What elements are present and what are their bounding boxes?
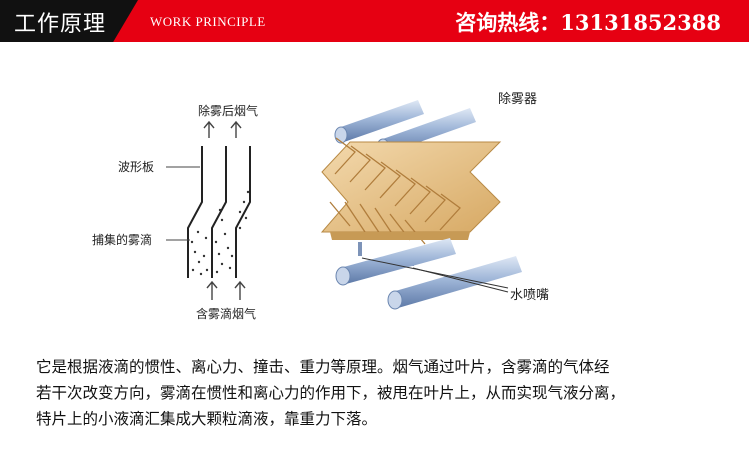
principle-diagram: 除雾后烟气 波形板 捕集的雾滴 含雾滴烟气 除雾器 水喷嘴 bbox=[0, 42, 749, 342]
label-wave-plate: 波形板 bbox=[118, 160, 155, 174]
chevron-plate-pack bbox=[320, 137, 502, 245]
label-demister: 除雾器 bbox=[498, 92, 538, 107]
up-arrow-icon bbox=[230, 120, 242, 138]
description-text: 它是根据液滴的惯性、离心力、撞击、重力等原理。烟气通过叶片，含雾滴的气体经 若干… bbox=[36, 354, 726, 432]
header-bar: 工作原理 WORK PRINCIPLE 咨询热线：13131852388 bbox=[0, 0, 749, 42]
description-line: 特片上的小液滴汇集成大颗粒滴液，靠重力下落。 bbox=[36, 410, 378, 428]
header-subtitle: WORK PRINCIPLE bbox=[150, 14, 266, 29]
diagram-svg bbox=[166, 100, 522, 310]
description-line: 它是根据液滴的惯性、离心力、撞击、重力等原理。烟气通过叶片，含雾滴的气体经 bbox=[36, 358, 610, 376]
wave-plate-schematic bbox=[187, 146, 251, 278]
description-line: 若干次改变方向，雾滴在惯性和离心力的作用下，被甩在叶片上，从而实现气液分离， bbox=[36, 384, 626, 402]
header-title: 工作原理 bbox=[14, 12, 107, 37]
label-inlet-gas: 含雾滴烟气 bbox=[196, 307, 257, 321]
up-arrow-icon bbox=[206, 280, 218, 300]
label-water-nozzle: 水喷嘴 bbox=[510, 288, 550, 303]
up-arrow-icon bbox=[203, 120, 215, 138]
up-arrow-icon bbox=[234, 280, 246, 300]
nozzle-leader-lines bbox=[361, 257, 509, 293]
lower-pipes bbox=[335, 238, 522, 310]
header-title-block bbox=[0, 0, 138, 42]
hotline-text: 咨询热线：13131852388 bbox=[455, 10, 721, 35]
droplet-dots bbox=[190, 190, 250, 276]
label-captured-droplets: 捕集的雾滴 bbox=[92, 233, 153, 247]
label-clean-gas: 除雾后烟气 bbox=[198, 104, 259, 118]
